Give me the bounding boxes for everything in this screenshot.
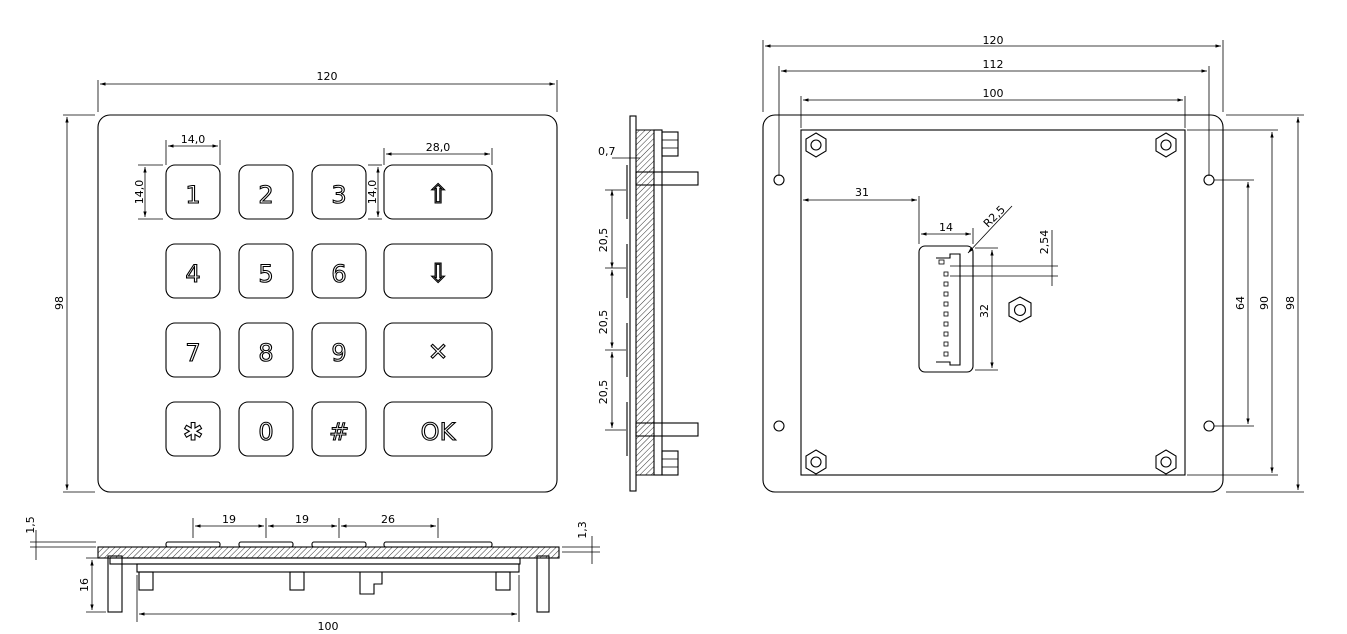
- key-5: 5: [238, 243, 294, 299]
- rear-conn-height-dim-label: 32: [978, 304, 991, 318]
- rear-plate-width-dim-label: 100: [983, 87, 1004, 100]
- key-0: 0: [238, 401, 294, 457]
- rear-conn-offset-dim-label: 31: [855, 186, 869, 199]
- rear-hex-nut: [805, 449, 827, 475]
- key-4: 4: [165, 243, 221, 299]
- rear-panel-outline: [762, 114, 1224, 493]
- side-pitch-2-dim-label: 20,5: [597, 310, 610, 335]
- key-hash: #: [311, 401, 367, 457]
- side-standoff-top: [661, 131, 679, 157]
- svg-text:6: 6: [331, 260, 346, 288]
- side-thickness-dim-label: 0,7: [598, 145, 616, 158]
- front-width-dim-label: 120: [317, 70, 338, 83]
- bottom-leg-left: [107, 555, 123, 613]
- svg-text:⇧: ⇧: [427, 180, 449, 210]
- front-panel-outline: [97, 114, 558, 493]
- key-2: 2: [238, 164, 294, 220]
- bottom-pitch-c-dim-label: 26: [381, 513, 395, 526]
- bottom-depth-dim-label: 16: [78, 578, 91, 592]
- svg-text:✱: ✱: [183, 418, 203, 446]
- key-ok: OK: [383, 401, 493, 457]
- rear-conn-width-dim-label: 14: [939, 221, 953, 234]
- rear-outer-width-dim-label: 120: [983, 34, 1004, 47]
- rear-connector-body: [918, 245, 974, 373]
- svg-text:✕: ✕: [428, 338, 448, 366]
- key-down: ⇩: [383, 243, 493, 299]
- key-up: ⇧: [383, 164, 493, 220]
- front-height-dim-label: 98: [53, 296, 66, 310]
- bottom-top-thickness-dim-label: 1,5: [24, 516, 37, 534]
- side-pin-top: [635, 171, 699, 186]
- bottom-pitch-b-dim-label: 19: [295, 513, 309, 526]
- svg-text:3: 3: [331, 181, 346, 209]
- bottom-pitch-a-dim-label: 19: [222, 513, 236, 526]
- svg-text:1: 1: [185, 181, 200, 209]
- rear-hole-v-span-dim-label: 64: [1234, 296, 1247, 310]
- rear-mount-hole: [1203, 420, 1215, 432]
- wide-key-height-dim-label: 14,0: [366, 180, 379, 205]
- side-pitch-3-dim-label: 20,5: [597, 380, 610, 405]
- side-pin-bottom: [635, 422, 699, 437]
- rear-plate-height-dim-label: 90: [1258, 296, 1271, 310]
- rear-outer-height-dim-label: 98: [1284, 296, 1297, 310]
- svg-text:OK: OK: [421, 418, 457, 446]
- front-view: 120 98 14,0 14,0 28,0 14,0 1 2 3 ⇧ 4 5: [53, 70, 558, 493]
- svg-text:#: #: [329, 418, 349, 446]
- rear-hex-nut: [1155, 449, 1177, 475]
- side-pitch-1-dim-label: 20,5: [597, 228, 610, 253]
- rear-mount-hole: [1203, 174, 1215, 186]
- svg-text:0: 0: [258, 418, 273, 446]
- rear-hex-nut: [805, 132, 827, 158]
- key-3: 3: [311, 164, 367, 220]
- rear-pin-pitch-dim-label: 2,54: [1038, 230, 1051, 255]
- bottom-view: 19 19 26 1,5 1,3 16 100: [24, 513, 600, 633]
- rear-view: 120 112 100 31 14 R2,5 2,54 32 64: [762, 34, 1304, 493]
- svg-text:7: 7: [185, 339, 200, 367]
- rear-connector-pins: [943, 271, 949, 357]
- svg-text:2: 2: [258, 181, 273, 209]
- rear-hex-nut: [1155, 132, 1177, 158]
- key-width-dim-label: 14,0: [181, 133, 206, 146]
- rear-pcb-outline: [800, 129, 1186, 476]
- key-9: 9: [311, 322, 367, 378]
- bottom-plate-hatch: [97, 546, 560, 559]
- rear-mount-hole: [773, 174, 785, 186]
- key-6: 6: [311, 243, 367, 299]
- key-8: 8: [238, 322, 294, 378]
- key-star: ✱: [165, 401, 221, 457]
- key-cancel: ✕: [383, 322, 493, 378]
- rear-hex-nut-center: [1008, 296, 1032, 323]
- bottom-base-width-dim-label: 100: [318, 620, 339, 633]
- wide-key-width-dim-label: 28,0: [426, 141, 451, 154]
- rear-mount-hole: [773, 420, 785, 432]
- side-view: 0,7 20,5 20,5 20,5: [597, 115, 699, 492]
- bottom-leg-right: [536, 555, 550, 613]
- key-7: 7: [165, 322, 221, 378]
- side-standoff-bottom: [661, 450, 679, 476]
- svg-text:⇩: ⇩: [427, 259, 449, 289]
- svg-text:9: 9: [331, 339, 346, 367]
- bottom-connector: [359, 572, 383, 595]
- key-1: 1: [165, 164, 221, 220]
- svg-text:5: 5: [258, 260, 273, 288]
- bottom-right-thickness-dim-label: 1,3: [576, 521, 589, 539]
- side-front-plate: [629, 115, 637, 492]
- svg-text:8: 8: [258, 339, 273, 367]
- rear-radius-dim-label: R2,5: [981, 203, 1008, 230]
- svg-text:4: 4: [185, 260, 200, 288]
- rear-hole-span-dim-label: 112: [983, 58, 1004, 71]
- key-height-dim-label: 14,0: [133, 180, 146, 205]
